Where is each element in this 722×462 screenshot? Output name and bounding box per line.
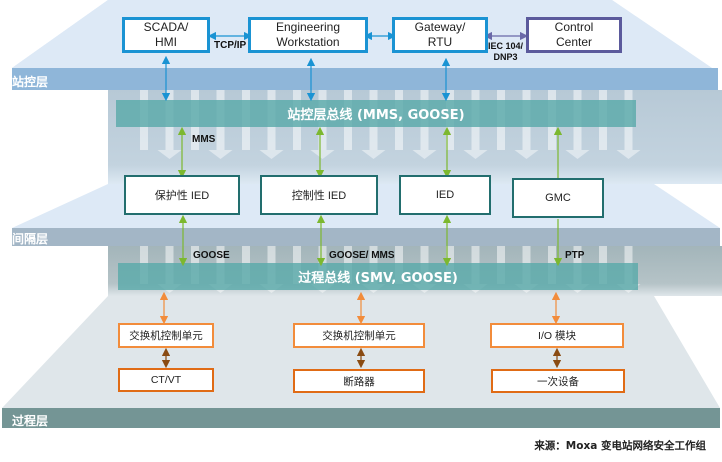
station-bus-arrow xyxy=(361,150,386,159)
goose-mms-label: GOOSE/ MMS xyxy=(329,250,395,261)
switch-control-unit-1-box[interactable]: 交换机控制单元 xyxy=(118,323,214,348)
ptp-label: PTP xyxy=(565,250,585,261)
station-bus-arrow xyxy=(412,150,437,159)
scada-hmi-box[interactable]: SCADA/ HMI xyxy=(122,17,210,53)
goose-label: GOOSE xyxy=(193,250,230,261)
switch-control-unit-2-box[interactable]: 交换机控制单元 xyxy=(293,323,425,348)
station-bus-arrow xyxy=(616,150,641,159)
station-bus-arrow xyxy=(463,150,488,159)
process-layer-label: 过程层 xyxy=(12,414,49,428)
ied-box[interactable]: IED xyxy=(399,175,491,215)
control-center-box[interactable]: Control Center xyxy=(526,17,622,53)
iec104-dnp3-label: IEC 104/ DNP3 xyxy=(488,41,524,62)
process-layer-strip xyxy=(2,408,720,428)
breaker-box[interactable]: 断路器 xyxy=(293,369,425,393)
engineering-workstation-box[interactable]: Engineering Workstation xyxy=(248,17,368,53)
mms-label: MMS xyxy=(192,134,216,145)
gateway-rtu-box[interactable]: Gateway/ RTU xyxy=(392,17,488,53)
station-layer-strip xyxy=(12,68,718,90)
gmc-box[interactable]: GMC xyxy=(512,178,604,218)
source-caption: 来源：Moxa 变电站网络安全工作组 xyxy=(534,440,706,452)
station-bus-arrow xyxy=(514,150,539,159)
io-module-box[interactable]: I/O 模块 xyxy=(490,323,624,348)
station-layer-label: 站控层 xyxy=(12,75,49,89)
bay-layer-strip xyxy=(12,228,720,246)
control-ied-box[interactable]: 控制性 IED xyxy=(260,175,378,215)
bay-layer-label: 间隔层 xyxy=(12,232,49,246)
station-bus-arrow xyxy=(259,150,284,159)
process-bus: 过程总线 (SMV, GOOSE) xyxy=(118,263,638,290)
station-bus-arrow xyxy=(565,150,590,159)
protection-ied-box[interactable]: 保护性 IED xyxy=(124,175,240,215)
station-bus: 站控层总线 (MMS, GOOSE) xyxy=(116,100,636,127)
primary-equipment-box[interactable]: 一次设备 xyxy=(491,369,625,393)
station-bus-arrow xyxy=(208,150,233,159)
station-bus-arrow xyxy=(157,150,182,159)
ct-vt-box[interactable]: CT/VT xyxy=(118,368,214,392)
tcp-ip-label: TCP/IP xyxy=(214,40,247,51)
